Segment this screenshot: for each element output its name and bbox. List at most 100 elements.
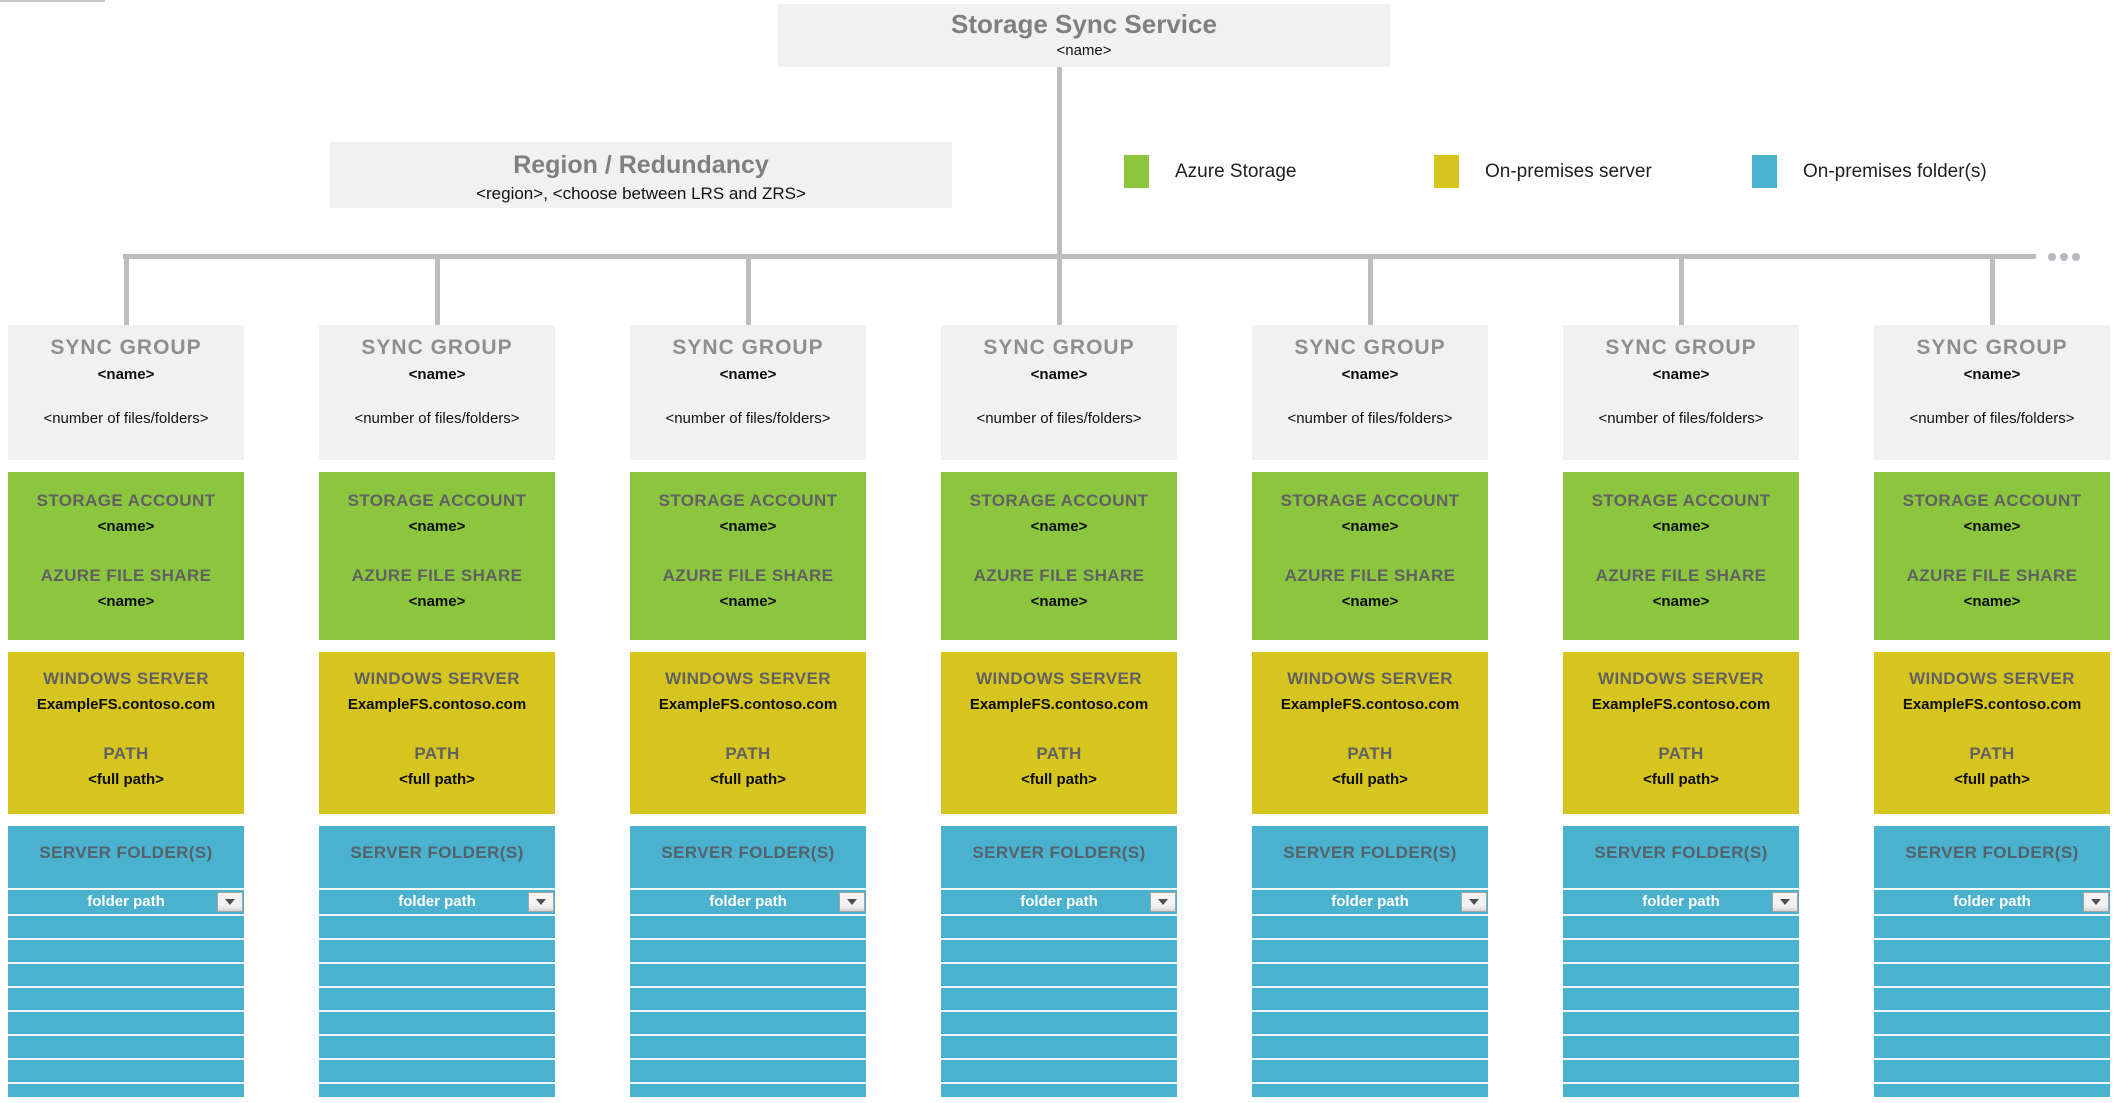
folder-path-cell-empty[interactable] [8, 938, 244, 962]
legend-item-azure-storage: Azure Storage [1124, 155, 1296, 188]
folder-path-cell-empty[interactable] [1874, 1058, 2110, 1082]
folder-path-cell-empty[interactable] [319, 914, 555, 938]
folder-dropdown-button[interactable] [839, 892, 865, 912]
folder-path-cell-empty[interactable] [941, 1034, 1177, 1058]
folder-path-cell-empty[interactable] [941, 1058, 1177, 1082]
sync-group-box: SYNC GROUP <name> <number of files/folde… [8, 325, 244, 460]
folder-path-cell-empty[interactable] [630, 1010, 866, 1034]
folder-path-cell-empty[interactable] [1252, 914, 1488, 938]
folder-path-cell[interactable]: folder path [1874, 888, 2110, 914]
server-folders-box: SERVER FOLDER(S) folder path [941, 826, 1177, 1097]
folder-path-cell-empty[interactable] [630, 1034, 866, 1058]
folder-path-cell[interactable]: folder path [1563, 888, 1799, 914]
folder-path-cell-empty[interactable] [941, 1010, 1177, 1034]
folder-path-cell[interactable]: folder path [941, 888, 1177, 914]
folder-path-cell-empty[interactable] [1252, 938, 1488, 962]
storage-sync-service-box: Storage Sync Service <name> [778, 4, 1390, 67]
sync-group-title: SYNC GROUP [361, 336, 513, 359]
folder-path-cell-empty[interactable] [1563, 962, 1799, 986]
folder-path-cell[interactable]: folder path [1252, 888, 1488, 914]
sync-group-box: SYNC GROUP <name> <number of files/folde… [1874, 325, 2110, 460]
folder-path-cell-empty[interactable] [941, 962, 1177, 986]
folder-path-cell-empty[interactable] [1252, 1082, 1488, 1097]
folder-path-cell[interactable]: folder path [8, 888, 244, 914]
on-premises-folder-swatch [1752, 155, 1777, 188]
folder-dropdown-button[interactable] [1772, 892, 1798, 912]
folder-path-cell-empty[interactable] [1874, 914, 2110, 938]
folder-path-cell-empty[interactable] [941, 1082, 1177, 1097]
folder-path-cell[interactable]: folder path [630, 888, 866, 914]
folder-path-cell-empty[interactable] [1563, 1082, 1799, 1097]
legend-label: On-premises folder(s) [1803, 160, 1987, 182]
sync-group-column: SYNC GROUP <name> <number of files/folde… [1252, 254, 1488, 1103]
folder-path-cell-empty[interactable] [319, 962, 555, 986]
folder-path-cell-empty[interactable] [941, 914, 1177, 938]
legend-item-on-premises-server: On-premises server [1434, 155, 1652, 188]
sync-group-files-folders: <number of files/folders> [1287, 410, 1453, 427]
folder-path-cell-empty[interactable] [8, 962, 244, 986]
folder-path-cell-empty[interactable] [630, 1082, 866, 1097]
folder-path-cell-empty[interactable] [8, 1010, 244, 1034]
folder-path-cell-empty[interactable] [1874, 938, 2110, 962]
folder-path-cell-empty[interactable] [319, 1082, 555, 1097]
folder-path-cell-empty[interactable] [1563, 986, 1799, 1010]
path-value: <full path> [88, 771, 164, 788]
folder-path-cell-empty[interactable] [1874, 1034, 2110, 1058]
folder-dropdown-button[interactable] [217, 892, 243, 912]
server-folders-title: SERVER FOLDER(S) [1594, 843, 1768, 862]
folder-path-cell-empty[interactable] [1563, 938, 1799, 962]
folder-path-cell-empty[interactable] [1252, 962, 1488, 986]
windows-server-box: WINDOWS SERVER ExampleFS.contoso.com PAT… [8, 652, 244, 814]
folder-path-cell-empty[interactable] [8, 1034, 244, 1058]
folder-path-cell-empty[interactable] [1252, 1010, 1488, 1034]
folder-path-cell[interactable]: folder path [319, 888, 555, 914]
folder-path-cell-empty[interactable] [8, 914, 244, 938]
folder-path-cell-empty[interactable] [630, 962, 866, 986]
folder-path-cell-empty[interactable] [319, 1058, 555, 1082]
folder-path-cell-empty[interactable] [1874, 1010, 2110, 1034]
windows-server-name: ExampleFS.contoso.com [658, 696, 838, 713]
path-value: <full path> [710, 771, 786, 788]
folder-path-cell-empty[interactable] [8, 1058, 244, 1082]
windows-server-name: ExampleFS.contoso.com [36, 696, 216, 713]
folder-dropdown-button[interactable] [1150, 892, 1176, 912]
folder-path-cell-empty[interactable] [630, 914, 866, 938]
folder-path-cell-empty[interactable] [8, 986, 244, 1010]
azure-file-share-name: <name> [1341, 593, 1399, 610]
folder-path-cell-empty[interactable] [630, 938, 866, 962]
azure-file-share-label: AZURE FILE SHARE [1906, 566, 2078, 585]
folder-path-cell-empty[interactable] [941, 938, 1177, 962]
folder-dropdown-button[interactable] [528, 892, 554, 912]
azure-storage-box: STORAGE ACCOUNT <name> AZURE FILE SHARE … [1563, 472, 1799, 640]
storage-account-label: STORAGE ACCOUNT [36, 491, 216, 510]
folder-path-cell-empty[interactable] [1874, 1082, 2110, 1097]
server-folders-title: SERVER FOLDER(S) [1905, 843, 2079, 862]
windows-server-box: WINDOWS SERVER ExampleFS.contoso.com PAT… [941, 652, 1177, 814]
folder-path-cell-empty[interactable] [319, 938, 555, 962]
folder-path-cell-empty[interactable] [1252, 986, 1488, 1010]
folder-path-cell-empty[interactable] [1252, 1034, 1488, 1058]
folder-path-cell-empty[interactable] [1563, 914, 1799, 938]
folder-path-cell-empty[interactable] [1563, 1010, 1799, 1034]
folder-dropdown-button[interactable] [2083, 892, 2109, 912]
region-connector-line [0, 0, 105, 2]
folder-path-cell-empty[interactable] [1252, 1058, 1488, 1082]
folder-path-cell-empty[interactable] [319, 986, 555, 1010]
folder-path-cell-empty[interactable] [319, 1034, 555, 1058]
sync-group-title: SYNC GROUP [50, 336, 202, 359]
azure-storage-box: STORAGE ACCOUNT <name> AZURE FILE SHARE … [1252, 472, 1488, 640]
folder-path-cell-empty[interactable] [1874, 962, 2110, 986]
folder-path-cell-empty[interactable] [1563, 1058, 1799, 1082]
folder-path-cell-empty[interactable] [630, 1058, 866, 1082]
folder-path-cell-empty[interactable] [630, 986, 866, 1010]
folder-dropdown-button[interactable] [1461, 892, 1487, 912]
folder-path-cell-empty[interactable] [941, 986, 1177, 1010]
folder-path-cell-empty[interactable] [8, 1082, 244, 1097]
folder-path-cell-empty[interactable] [1874, 986, 2110, 1010]
storage-account-label: STORAGE ACCOUNT [1591, 491, 1771, 510]
folder-path-cell-empty[interactable] [1563, 1034, 1799, 1058]
azure-storage-swatch [1124, 155, 1149, 188]
azure-file-share-label: AZURE FILE SHARE [662, 566, 834, 585]
folder-path-cell-empty[interactable] [319, 1010, 555, 1034]
column-connector-line [1679, 254, 1684, 325]
